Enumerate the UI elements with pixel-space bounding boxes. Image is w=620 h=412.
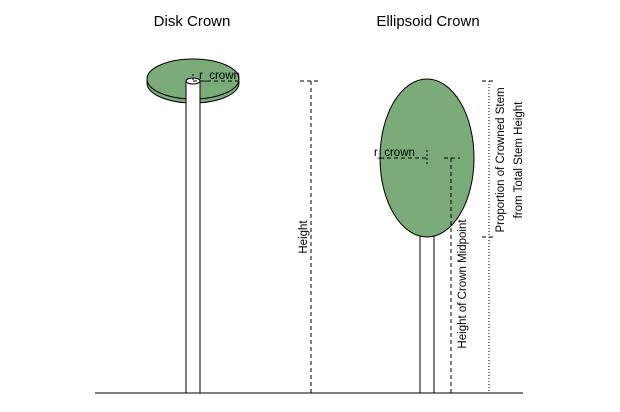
ellipsoid-crown-tree: r_crown <box>374 78 475 394</box>
disk-crown-title: Disk Crown <box>154 13 231 30</box>
ellipsoid-crown-title: Ellipsoid Crown <box>376 13 479 30</box>
height-label: Height <box>298 220 310 254</box>
crown-midpoint-dimension: Height of Crown Midpoint <box>444 157 469 393</box>
crown-proportion-dimension: Proportion of Crowned Stem from Total St… <box>482 80 525 393</box>
height-dimension: Height <box>298 80 321 393</box>
ellipsoid-r-crown-label: r_crown <box>374 147 415 159</box>
proportion-label-line2: from Total Stem Height <box>513 101 525 219</box>
disk-stem <box>185 80 201 394</box>
disk-r-crown-label: r_crown <box>199 70 240 82</box>
proportion-label-line1: Proportion of Crowned Stem <box>495 87 507 232</box>
height-of-crown-midpoint-label: Height of Crown Midpoint <box>457 219 469 349</box>
disk-crown-tree: r_crown <box>146 58 240 394</box>
ellipsoid-stem <box>419 224 435 394</box>
